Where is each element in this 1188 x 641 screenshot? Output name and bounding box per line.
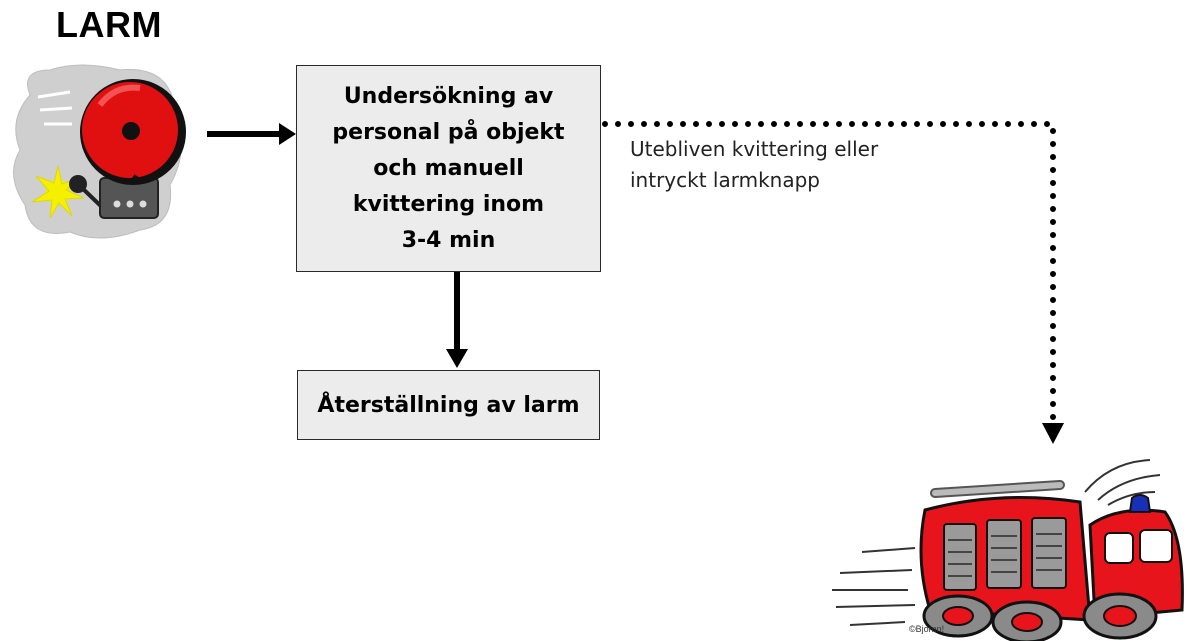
note-line: intryckt larmknapp: [630, 168, 820, 192]
note-line: Utebliven kvittering eller: [630, 137, 879, 161]
inspection-box: Undersökning av personal på objekt och m…: [296, 65, 601, 272]
artist-signature: ©Bjornn!: [909, 624, 945, 634]
inspection-box-line: 3-4 min: [401, 227, 496, 253]
inspection-box-line: och manuell: [373, 155, 524, 181]
reset-alarm-box: Återställning av larm: [297, 370, 600, 440]
inspection-box-line: kvittering inom: [352, 191, 545, 217]
page-title: LARM: [56, 4, 162, 45]
missing-ack-note: Utebliven kvittering eller intryckt larm…: [630, 134, 878, 196]
inspection-box-line: Undersökning av: [343, 83, 554, 109]
inspection-box-line: personal på objekt: [332, 119, 565, 145]
alarm-bell-icon: [13, 64, 186, 239]
